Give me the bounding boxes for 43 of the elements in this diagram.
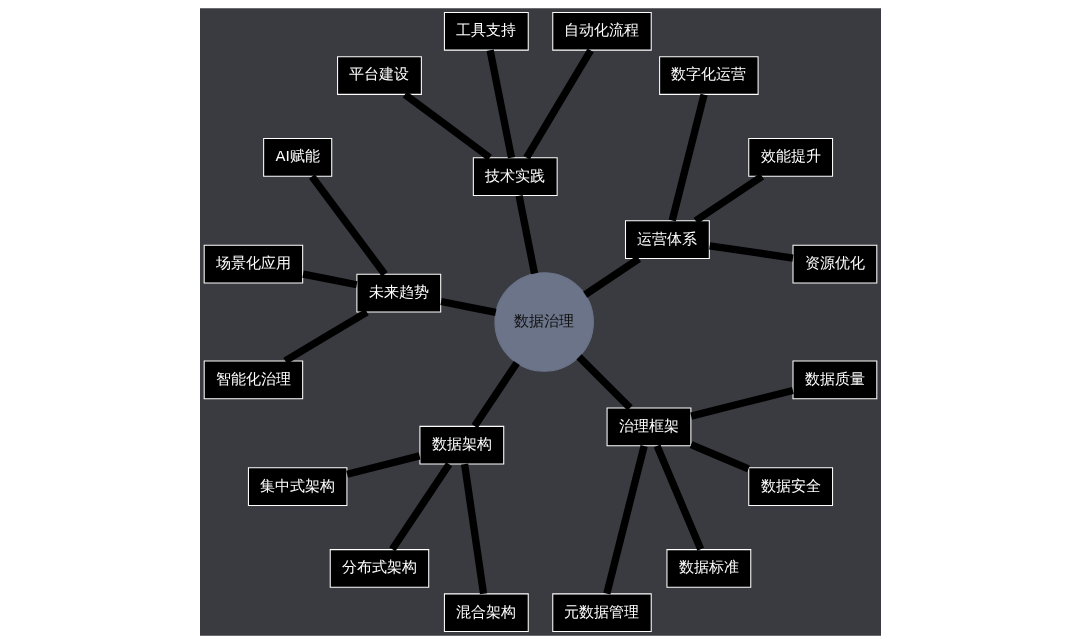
connector (514, 195, 538, 275)
connector (602, 445, 648, 595)
node-box: 混合架构 (443, 593, 529, 633)
node-box: 自动化流程 (551, 11, 652, 51)
node-box: 工具支持 (443, 11, 529, 51)
connector (460, 463, 487, 595)
connector (282, 308, 369, 364)
node-box: 平台建设 (336, 56, 422, 95)
node-box: 数据安全 (747, 467, 833, 507)
connector (345, 452, 420, 478)
node-box: 数据架构 (418, 425, 504, 465)
connector (522, 48, 594, 160)
node-box: 技术实践 (472, 157, 558, 196)
node-box: 集中式架构 (247, 467, 347, 507)
node-box: 数据标准 (665, 549, 751, 588)
node-box: 治理框架 (606, 407, 691, 447)
connector (575, 354, 633, 411)
connector (653, 444, 704, 551)
node-box: 运营体系 (624, 220, 710, 260)
node-box: 效能提升 (747, 137, 833, 177)
node-box: 场景化应用 (203, 244, 303, 284)
node-box: AI赋能 (262, 137, 332, 177)
connector (486, 49, 515, 159)
connector (308, 174, 388, 277)
connector (402, 91, 492, 161)
node-box: 数字化运营 (658, 56, 759, 95)
connector (439, 297, 496, 316)
node-box: 未来趋势 (355, 273, 441, 313)
node-box: 智能化治理 (203, 360, 303, 400)
node-box: 元数据管理 (551, 593, 652, 633)
node-circle: 数据治理 (493, 272, 594, 372)
connector (689, 386, 794, 420)
connector (668, 93, 708, 222)
connector (582, 255, 641, 298)
connector (471, 361, 520, 429)
connector (388, 462, 452, 552)
node-box: 资源优化 (792, 244, 877, 284)
connector (301, 270, 357, 289)
connector (708, 242, 793, 262)
connector (689, 441, 750, 473)
node-box: 分布式架构 (329, 549, 429, 588)
connector (693, 173, 764, 224)
node-box: 数据质量 (792, 360, 877, 400)
